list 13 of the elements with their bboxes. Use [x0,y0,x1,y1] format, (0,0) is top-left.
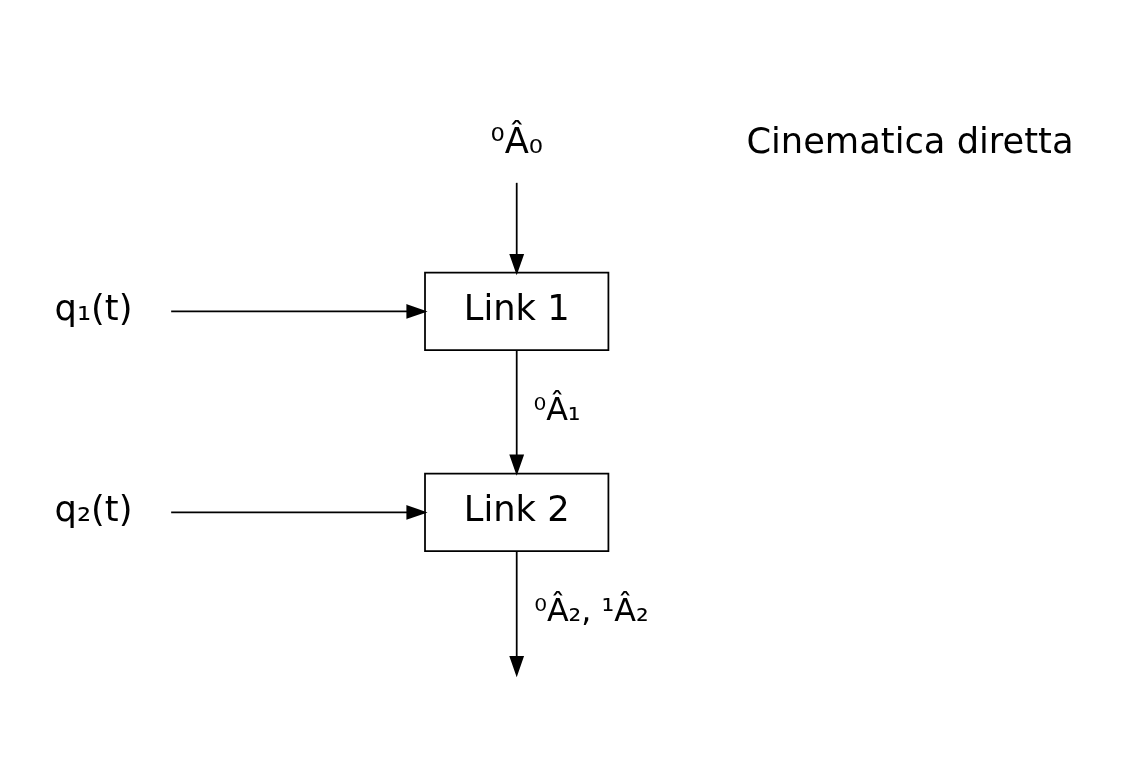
node-box: Link 2 [424,472,610,553]
arrow [509,181,525,276]
arrow [509,349,525,476]
node-text: q₁(t) [54,287,133,329]
node-text: ⁰Â₀ [490,119,543,161]
label: Cinematica diretta [746,119,1074,161]
edge-label: ⁰Â₂, ¹Â₂ [534,591,649,628]
edge-label: ⁰Â₁ [533,390,581,427]
arrow [170,505,428,520]
arrow [509,550,525,678]
arrow [170,303,428,319]
node-text: q₂(t) [54,488,133,530]
node-box: Link 1 [424,271,610,352]
